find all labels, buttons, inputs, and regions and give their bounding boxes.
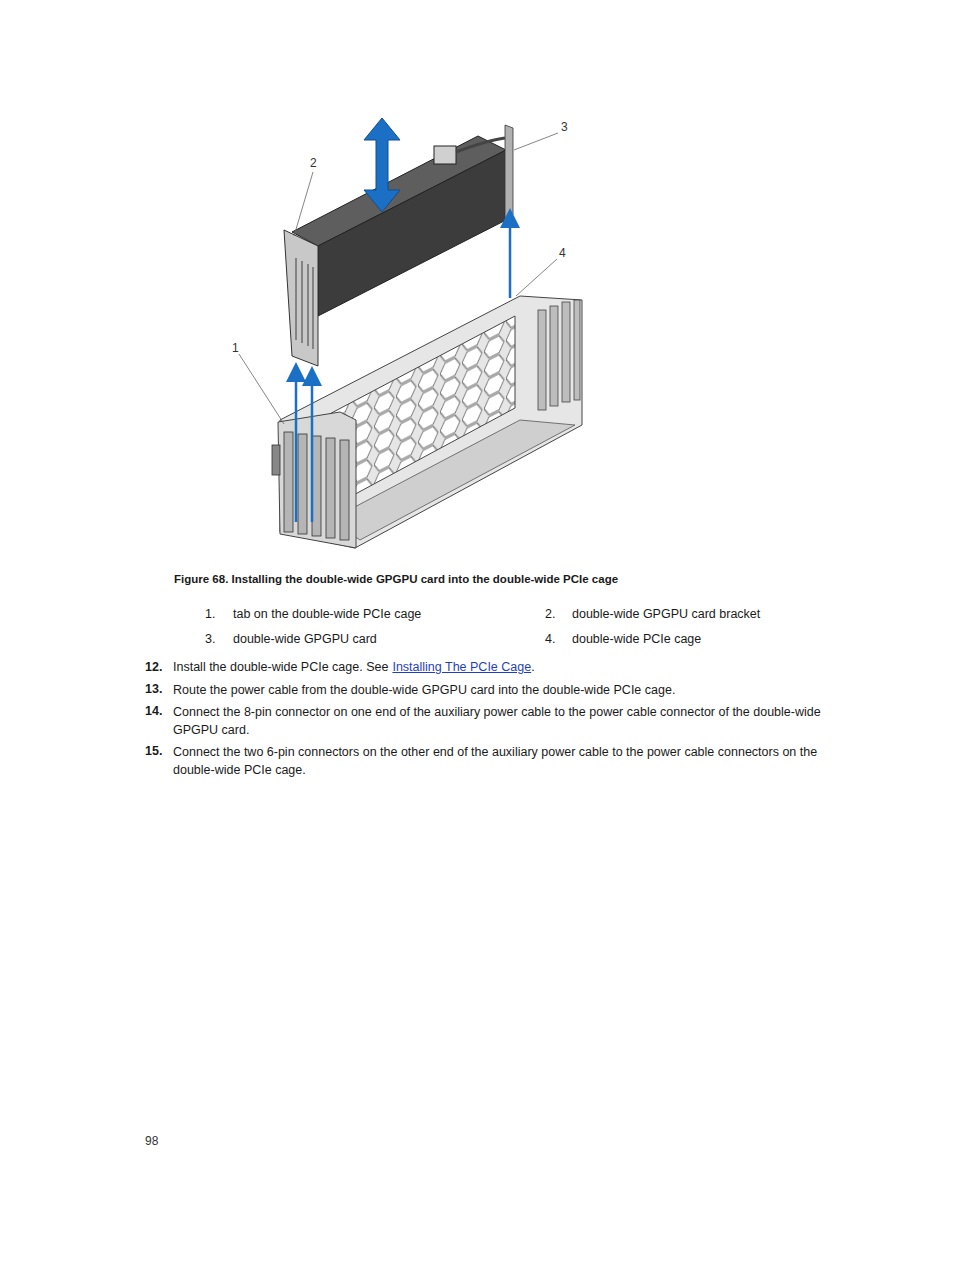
figure-caption: Figure 68. Installing the double-wide GP… — [174, 571, 618, 587]
legend-text: double-wide PCIe cage — [572, 631, 701, 647]
step-text: Connect the 8-pin connector on one end o… — [173, 703, 833, 739]
step-text: . — [531, 659, 534, 675]
legend-text: double-wide GPGPU card — [233, 631, 377, 647]
step-text: Connect the two 6-pin connectors on the … — [173, 743, 833, 779]
step-number: 12. — [145, 659, 162, 675]
step-number: 15. — [145, 743, 162, 759]
step-text: Route the power cable from the double-wi… — [173, 681, 833, 699]
step-number: 14. — [145, 703, 162, 719]
callout-number: 2 — [310, 155, 317, 171]
step-number: 13. — [145, 681, 162, 697]
cross-reference-link: Installing The PCIe Cage — [392, 659, 531, 675]
legend-number: 4. — [545, 631, 555, 647]
callout-number: 1 — [232, 340, 239, 356]
legend-text: tab on the double-wide PCIe cage — [233, 606, 421, 622]
callout-number: 4 — [559, 245, 566, 261]
step-text: Install the double-wide PCIe cage. See — [173, 659, 388, 675]
legend-number: 1. — [205, 606, 215, 622]
callout-number: 3 — [561, 119, 568, 135]
legend-text: double-wide GPGPU card bracket — [572, 606, 760, 622]
page-number: 98 — [145, 1133, 158, 1149]
legend-number: 3. — [205, 631, 215, 647]
legend-number: 2. — [545, 606, 555, 622]
